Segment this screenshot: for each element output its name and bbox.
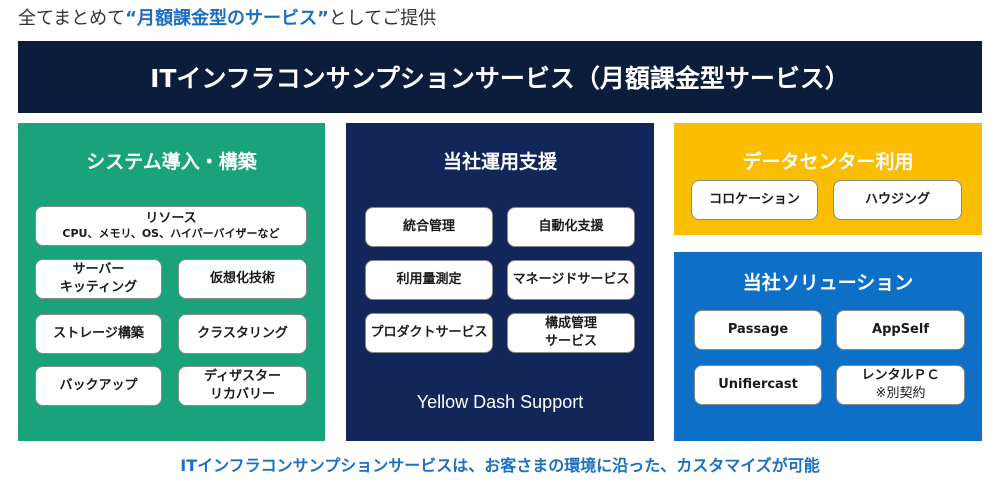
colocation-label: コロケーション <box>709 192 800 208</box>
intro-highlight: “月額課金型のサービス” <box>125 8 329 29</box>
product-service-card: プロダクトサービス <box>365 313 493 353</box>
solutions-panel: 当社ソリューション Passage AppSelf Unifiercast レン… <box>674 252 982 441</box>
appself-label: AppSelf <box>872 322 929 338</box>
disaster-line1: ディザスター <box>204 369 281 385</box>
ops-panel-title: 当社運用支援 <box>442 151 557 173</box>
server-kitting-line2: キッティング <box>59 280 138 295</box>
rental-line1: レンタルＰＣ <box>861 368 940 384</box>
passage-card: Passage <box>694 310 822 350</box>
rental-note: ※別契約 <box>875 386 926 401</box>
backup-card: バックアップ <box>35 366 162 406</box>
config-line2: サービス <box>544 334 597 349</box>
clustering-card: クラスタリング <box>178 314 307 354</box>
solutions-panel-title: 当社ソリューション <box>742 272 914 294</box>
resource-sub: CPU、メモリ、OS、ハイパーバイザーなど <box>62 227 280 241</box>
clustering-label: クラスタリング <box>197 326 288 342</box>
storage-label: ストレージ構築 <box>53 326 144 342</box>
intro-prefix: 全てまとめて <box>18 8 126 29</box>
virtualization-card: 仮想化技術 <box>178 259 307 299</box>
datacenter-panel-title: データセンター利用 <box>742 151 914 173</box>
intro-text: 全てまとめて“月額課金型のサービス”としてご提供 <box>18 4 436 30</box>
housing-label: ハウジング <box>864 192 930 208</box>
housing-card: ハウジング <box>833 180 962 220</box>
intro-suffix: としてご提供 <box>328 8 437 29</box>
config-line1: 構成管理 <box>544 316 597 332</box>
banner-title: ITインフラコンサンプションサービス（月額課金型サービス） <box>150 64 850 93</box>
appself-card: AppSelf <box>836 310 965 350</box>
system-panel: システム導入・構築 リソース CPU、メモリ、OS、ハイパーバイザーなど サーバ… <box>18 123 325 441</box>
resource-card: リソース CPU、メモリ、OS、ハイパーバイザーなど <box>35 206 307 246</box>
unifiercast-card: Unifiercast <box>694 365 822 405</box>
rental-pc-card: レンタルＰＣ ※別契約 <box>836 365 965 405</box>
disaster-line2: リカバリー <box>209 387 275 402</box>
automation-card: 自動化支援 <box>507 207 635 247</box>
datacenter-panel: データセンター利用 コロケーション ハウジング <box>674 123 982 235</box>
unifiercast-label: Unifiercast <box>718 377 798 393</box>
usage-measure-card: 利用量測定 <box>365 260 493 300</box>
passage-label: Passage <box>727 322 789 338</box>
backup-label: バックアップ <box>59 378 138 394</box>
storage-card: ストレージ構築 <box>35 314 162 354</box>
colocation-card: コロケーション <box>691 180 818 220</box>
managed-label: マネージドサービス <box>512 272 630 288</box>
config-mgmt-card: 構成管理 サービス <box>507 313 635 353</box>
resource-label: リソース <box>145 210 197 226</box>
yellow-dash-support: Yellow Dash Support <box>416 392 584 412</box>
server-kitting-card: サーバー キッティング <box>35 259 162 299</box>
system-panel-title: システム導入・構築 <box>86 151 257 173</box>
virtualization-label: 仮想化技術 <box>209 271 275 287</box>
ops-panel: 当社運用支援 統合管理 自動化支援 利用量測定 マネージドサービス プロダクトサ… <box>346 123 654 441</box>
integrated-label: 統合管理 <box>402 219 455 235</box>
product-label: プロダクトサービス <box>370 325 488 341</box>
integrated-mgmt-card: 統合管理 <box>365 207 493 247</box>
managed-service-card: マネージドサービス <box>507 260 635 300</box>
automation-label: 自動化支援 <box>538 219 604 235</box>
server-kitting-line1: サーバー <box>72 262 125 278</box>
footer-note: ITインフラコンサンプションサービスは、お客さまの環境に沿った、カスタマイズが可… <box>180 456 820 475</box>
service-banner: ITインフラコンサンプションサービス（月額課金型サービス） <box>18 41 982 113</box>
usage-label: 利用量測定 <box>396 272 462 288</box>
disaster-recovery-card: ディザスター リカバリー <box>178 366 307 406</box>
